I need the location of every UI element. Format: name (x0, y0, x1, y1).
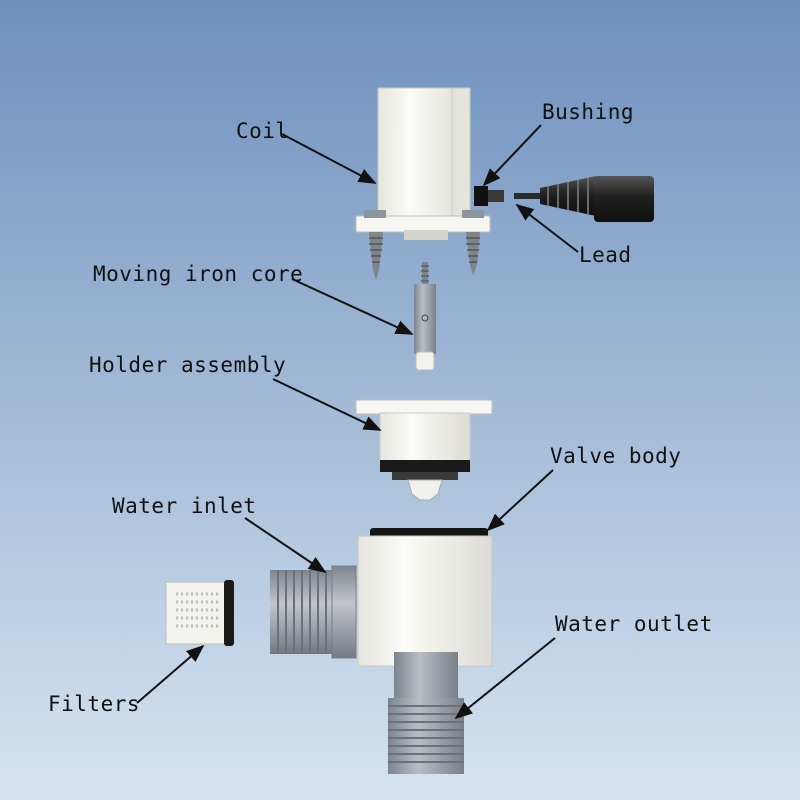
coil-arrow (281, 133, 377, 184)
moving-iron-core-arrow (291, 278, 414, 335)
label-water-outlet: Water outlet (555, 612, 713, 636)
valve-body-part (357, 528, 493, 667)
water-inlet-arrow (244, 517, 327, 574)
lead-arrow (515, 203, 579, 253)
bushing-part (474, 186, 504, 206)
filters-arrow (136, 644, 205, 704)
valve-body-arrow (486, 469, 554, 532)
holder-assembly-part (355, 399, 493, 501)
water-outlet-arrow (454, 637, 556, 720)
coil-part (355, 87, 491, 280)
holder-assembly-arrow (272, 378, 382, 431)
screw-right (466, 232, 480, 275)
label-moving-iron-core: Moving iron core (93, 262, 304, 286)
screw-left (369, 232, 383, 280)
bushing-arrow (482, 124, 542, 187)
label-holder-assembly: Holder assembly (89, 353, 287, 377)
label-coil: Coil (236, 119, 289, 143)
water-inlet-part (270, 565, 357, 659)
label-filters: Filters (48, 692, 141, 716)
label-bushing: Bushing (542, 100, 635, 124)
label-water-inlet: Water inlet (112, 494, 257, 518)
leader-arrows (136, 124, 579, 720)
moving-iron-core-part (414, 262, 436, 371)
water-outlet-part (388, 652, 464, 774)
lead-part (514, 176, 654, 222)
label-lead: Lead (579, 243, 632, 267)
label-valve-body: Valve body (550, 444, 682, 468)
filters-part (165, 580, 234, 646)
